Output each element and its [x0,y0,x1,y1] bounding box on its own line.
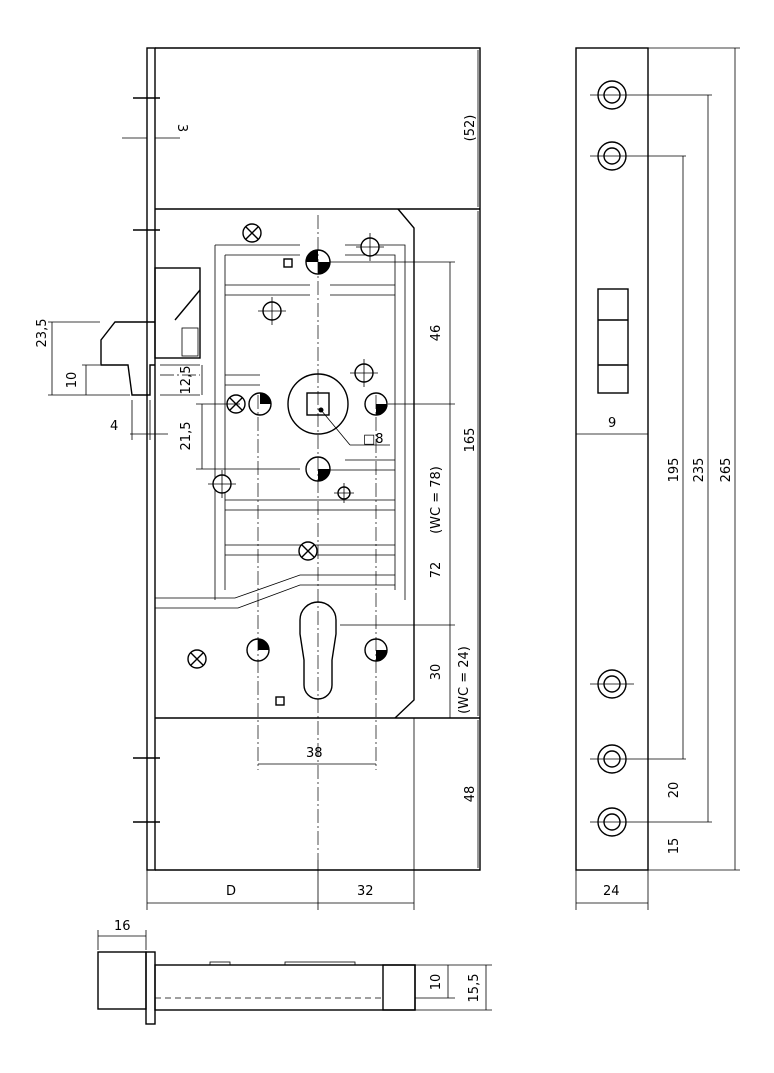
rivet-1 [242,223,262,243]
fixing-2 [248,392,272,416]
dim-10: 10 [65,372,80,389]
dim-8: □8 [363,432,384,447]
dim-d: D [226,884,236,899]
dim-23-5: 23,5 [35,319,50,348]
dim-195: 195 [667,458,682,483]
latch-inner [181,327,199,357]
dim-3: 3 [174,124,189,132]
dim-48: 48 [463,786,478,803]
dim-4: 4 [110,419,118,434]
cylinder-cutout [299,601,337,700]
faceplate-ticks [133,97,160,823]
side-faceplate [575,47,649,871]
dim-12-5: 12,5 [179,366,194,395]
dim-9: 9 [608,416,616,431]
bottom-end-block [382,964,416,1011]
latch-slant [174,289,201,321]
dim-265: 265 [719,458,734,483]
dim-52: (52) [463,115,478,142]
dim-20: 20 [667,782,682,799]
dim-165: 165 [463,428,478,453]
front-view: (52) 3 23,5 10 12,5 4 21,5 □8 46 ( [35,47,481,910]
small-square-1 [283,258,293,268]
dim-38: 38 [306,746,323,761]
dim-46: 46 [429,325,444,342]
dim-32: 32 [357,884,374,899]
rivet-4 [187,649,207,669]
plain-holes [208,233,384,503]
front-body-outline [155,47,481,871]
front-dimensions: (52) 3 23,5 10 12,5 4 21,5 □8 46 ( [35,50,479,910]
dim-30: 30 [429,664,444,681]
dim-21-5: 21,5 [179,422,194,451]
small-square-2 [275,696,285,706]
dim-24: 24 [603,884,620,899]
follower-leader [320,409,351,446]
side-view: 9 195 235 265 20 15 24 [575,47,740,910]
rivet-3 [298,541,318,561]
dim-16: 16 [114,919,131,934]
dim-72: 72 [429,562,444,579]
bottom-view: 16 10 15,5 [97,919,492,1025]
latch-housing [154,267,201,359]
latch-bolt [100,321,155,396]
bottom-faceplate [145,951,156,1025]
case-top-chamfer [394,208,415,719]
bottom-body [154,964,416,1011]
dim-wc-24: (WC = 24) [457,646,472,714]
side-screw-holes [590,47,740,871]
front-faceplate [146,47,156,871]
bottom-latch [97,951,147,1010]
rivets [187,223,318,669]
dim-15-5: 15,5 [467,974,482,1003]
dim-wc-78: (WC = 78) [429,466,444,534]
dim-15: 15 [667,838,682,855]
side-latch-slot [597,288,629,394]
side-dimensions: 195 235 265 20 15 24 [575,48,736,910]
dim-235: 235 [692,458,707,483]
dim-bottom-10: 10 [429,974,444,991]
